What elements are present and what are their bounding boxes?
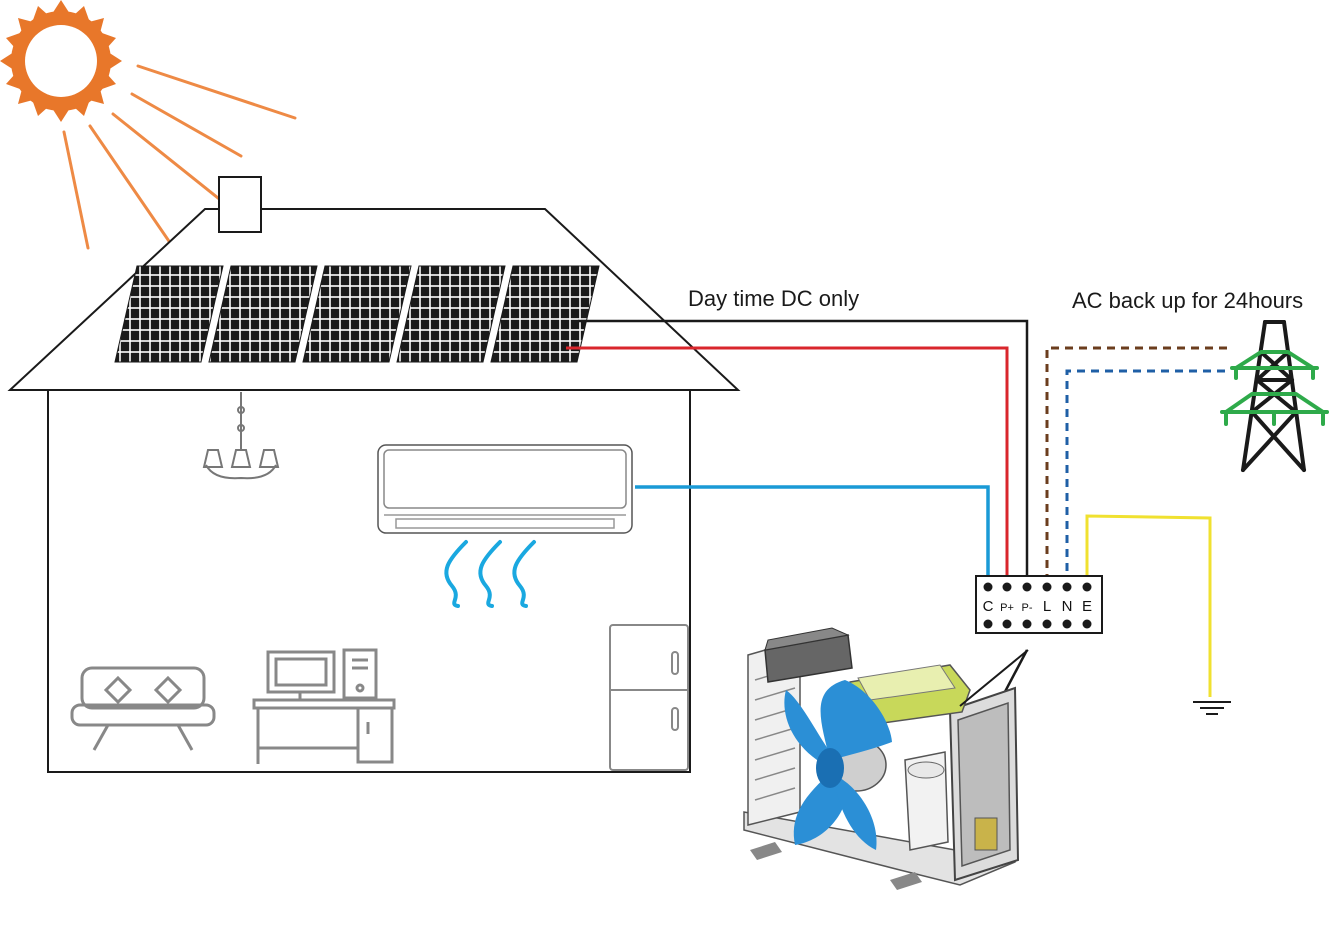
- chandelier-icon: [202, 392, 280, 480]
- sofa-icon: [70, 666, 216, 751]
- ground-symbol-icon: [1193, 701, 1231, 715]
- solar-panel-icon: [490, 265, 600, 363]
- outdoor-unit-icon: [743, 627, 1029, 890]
- solar-panel-icon: [114, 265, 224, 363]
- solar-panel-icon: [302, 265, 412, 363]
- terminal-label-p-plus: P+: [1000, 602, 1014, 614]
- ac-backup-label: AC back up for 24hours: [1072, 288, 1304, 313]
- terminal-label-p-minus: P-: [1021, 602, 1033, 614]
- comm-wire: [635, 485, 990, 586]
- solar-array: [114, 265, 600, 363]
- terminal-block: [966, 575, 1103, 763]
- indoor-ac-unit-icon: [377, 444, 633, 534]
- fan-blade: [784, 690, 830, 765]
- earth-wire: [1085, 514, 1212, 697]
- fan-blade: [793, 775, 848, 845]
- fan-blade: [836, 778, 877, 850]
- airflow-icon: [444, 540, 536, 608]
- wiring: [566, 319, 1227, 697]
- terminal-label-n: N: [1061, 598, 1073, 615]
- solar-panel-icon: [396, 265, 506, 363]
- dc-line-label: Day time DC only: [688, 286, 860, 311]
- power-pylon-icon: [1220, 320, 1329, 472]
- dc-negative-wire: [578, 319, 1029, 586]
- terminal-label-c: C: [982, 598, 994, 615]
- terminal-label-l: L: [1042, 598, 1052, 615]
- fan-blade: [820, 680, 892, 760]
- live-ac-wire: [1045, 346, 1227, 586]
- desk-computer-icon: [252, 648, 396, 764]
- solar-panel-icon: [208, 265, 318, 363]
- sun-icon: [0, 0, 122, 122]
- fridge-icon: [609, 624, 689, 771]
- neutral-ac-wire: [1065, 369, 1225, 586]
- terminal-label-e: E: [1081, 598, 1092, 615]
- dc-positive-wire: [566, 346, 1009, 586]
